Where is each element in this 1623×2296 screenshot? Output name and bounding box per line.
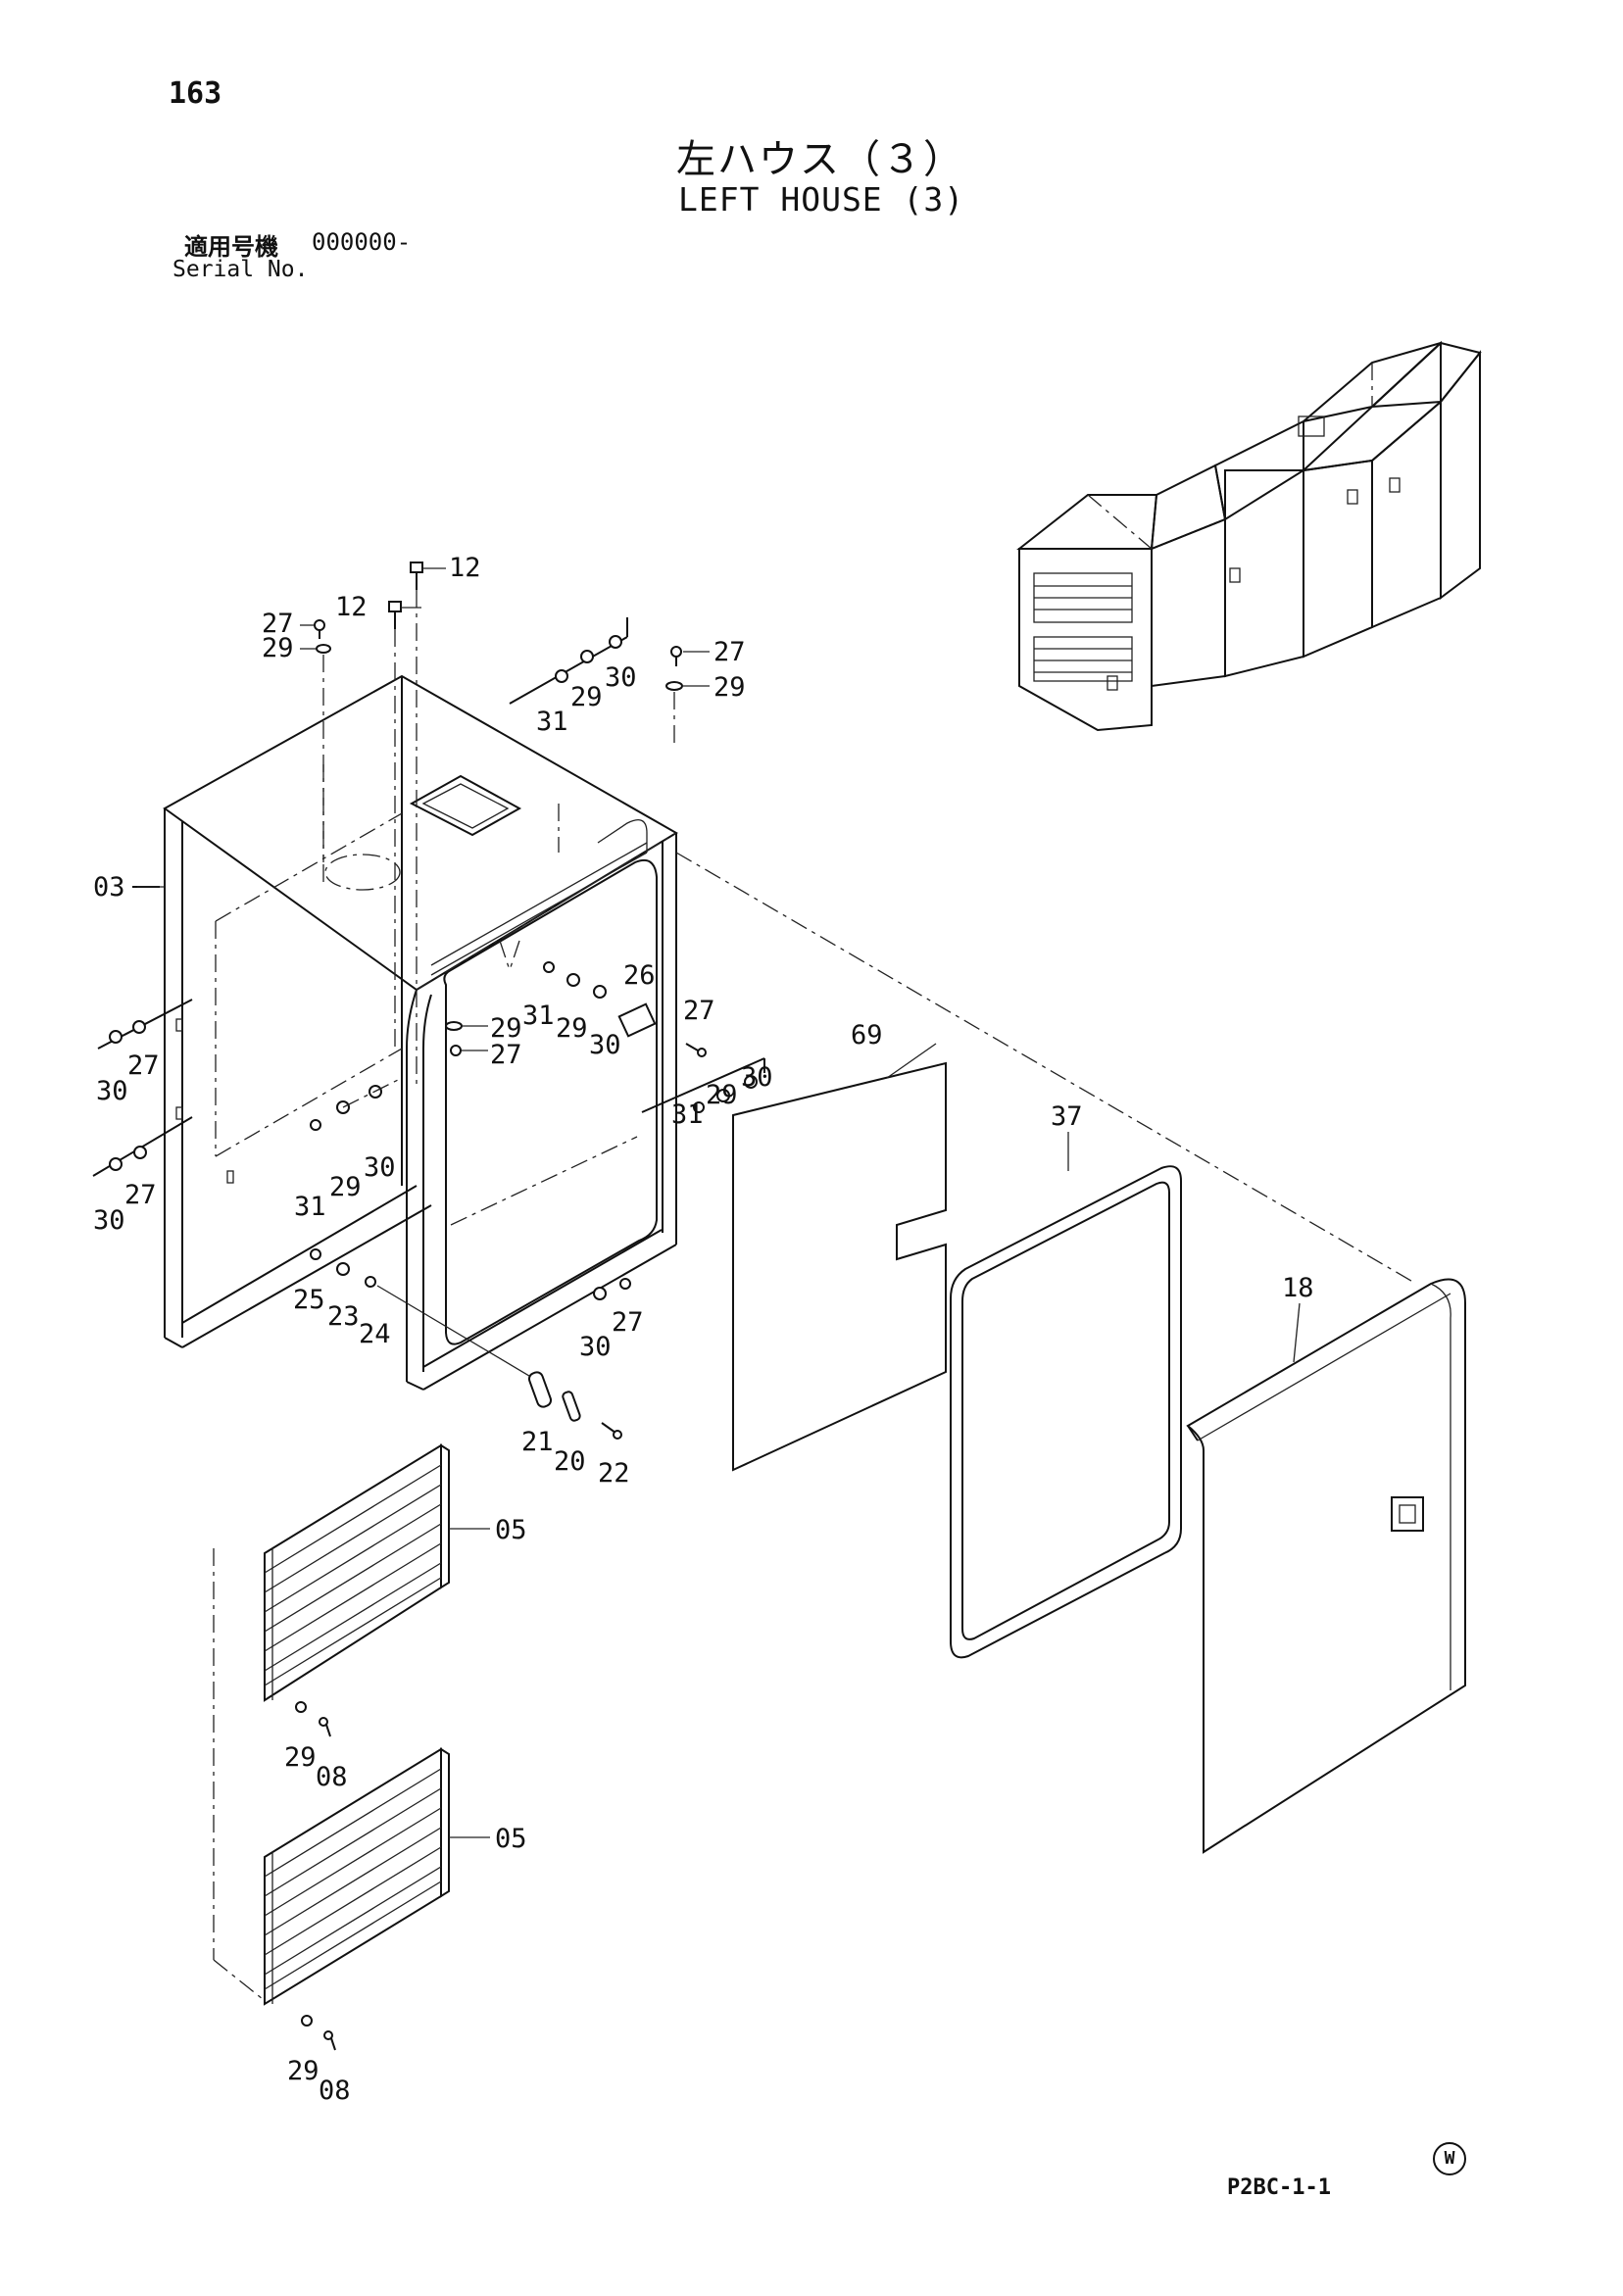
serial-number-value: 000000-: [312, 228, 412, 256]
callout-30: 30: [96, 1076, 128, 1106]
callout-29: 29: [262, 633, 294, 663]
callout-05: 05: [495, 1824, 527, 1854]
door-hardware: [310, 961, 765, 1440]
callout-22: 22: [598, 1458, 630, 1489]
callout-30: 30: [741, 1062, 773, 1093]
callout-23: 23: [327, 1301, 360, 1332]
callout-31: 31: [536, 707, 568, 737]
page-title-japanese: 左ハウス（３）: [676, 137, 964, 182]
callout-29: 29: [329, 1172, 362, 1202]
callout-27: 27: [124, 1180, 157, 1210]
callout-08: 08: [319, 2076, 351, 2106]
house-frame-assembly: [163, 674, 678, 1391]
louver-upper: [264, 1443, 450, 1737]
callout-24: 24: [359, 1319, 391, 1349]
callout-31: 31: [522, 1001, 555, 1031]
callout-29: 29: [490, 1013, 522, 1044]
top-hardware: [300, 562, 710, 1088]
callout-27: 27: [262, 609, 294, 639]
w-mark-symbol: W: [1433, 2142, 1466, 2175]
callout-29: 29: [713, 672, 746, 703]
serial-label-english: Serial No.: [172, 257, 309, 282]
callout-30: 30: [93, 1205, 125, 1236]
callout-20: 20: [554, 1446, 586, 1477]
page-number: 163: [169, 76, 222, 111]
page-title-english: LEFT HOUSE (3): [678, 180, 965, 219]
door-seal: [950, 1165, 1182, 1659]
callout-69: 69: [851, 1020, 883, 1050]
callout-27: 27: [683, 996, 715, 1026]
callout-leaders: [137, 886, 1301, 1838]
assembly-leader-line-1: [675, 852, 1417, 1285]
callout-05: 05: [495, 1515, 527, 1545]
callout-27: 27: [490, 1040, 522, 1070]
callout-37: 37: [1051, 1101, 1083, 1132]
callout-29: 29: [570, 682, 603, 712]
side-hardware-left: [92, 886, 403, 1177]
door-panel: [1186, 1278, 1466, 1854]
machine-overview-sketch: [1016, 340, 1482, 732]
callout-29: 29: [284, 1742, 317, 1773]
callout-12: 12: [449, 553, 481, 583]
callout-03: 03: [93, 872, 125, 903]
callout-labels: 12 12 27 29 31 29 30 27 29 03 30 27 31 2…: [93, 553, 1314, 2106]
callout-31: 31: [671, 1099, 704, 1130]
page-code: P2BC-1-1: [1227, 2175, 1331, 2200]
callout-29: 29: [556, 1013, 588, 1044]
callout-08: 08: [316, 1762, 348, 1792]
callout-30: 30: [364, 1152, 396, 1183]
callout-25: 25: [293, 1285, 325, 1315]
callout-12: 12: [335, 592, 368, 622]
insulation-pad: [732, 1061, 947, 1472]
callout-27: 27: [127, 1050, 160, 1081]
louver-lower: [213, 1548, 450, 2051]
callout-27: 27: [612, 1307, 644, 1338]
callout-30: 30: [589, 1030, 621, 1060]
callout-31: 31: [294, 1192, 326, 1222]
serial-label-japanese: 適用号機: [184, 233, 278, 261]
callout-30: 30: [579, 1332, 612, 1362]
callout-30: 30: [605, 662, 637, 693]
callout-29: 29: [287, 2056, 320, 2086]
callout-29: 29: [706, 1080, 738, 1110]
callout-21: 21: [521, 1427, 554, 1457]
callout-27: 27: [713, 637, 746, 667]
callout-18: 18: [1282, 1273, 1314, 1303]
callout-26: 26: [623, 960, 656, 991]
